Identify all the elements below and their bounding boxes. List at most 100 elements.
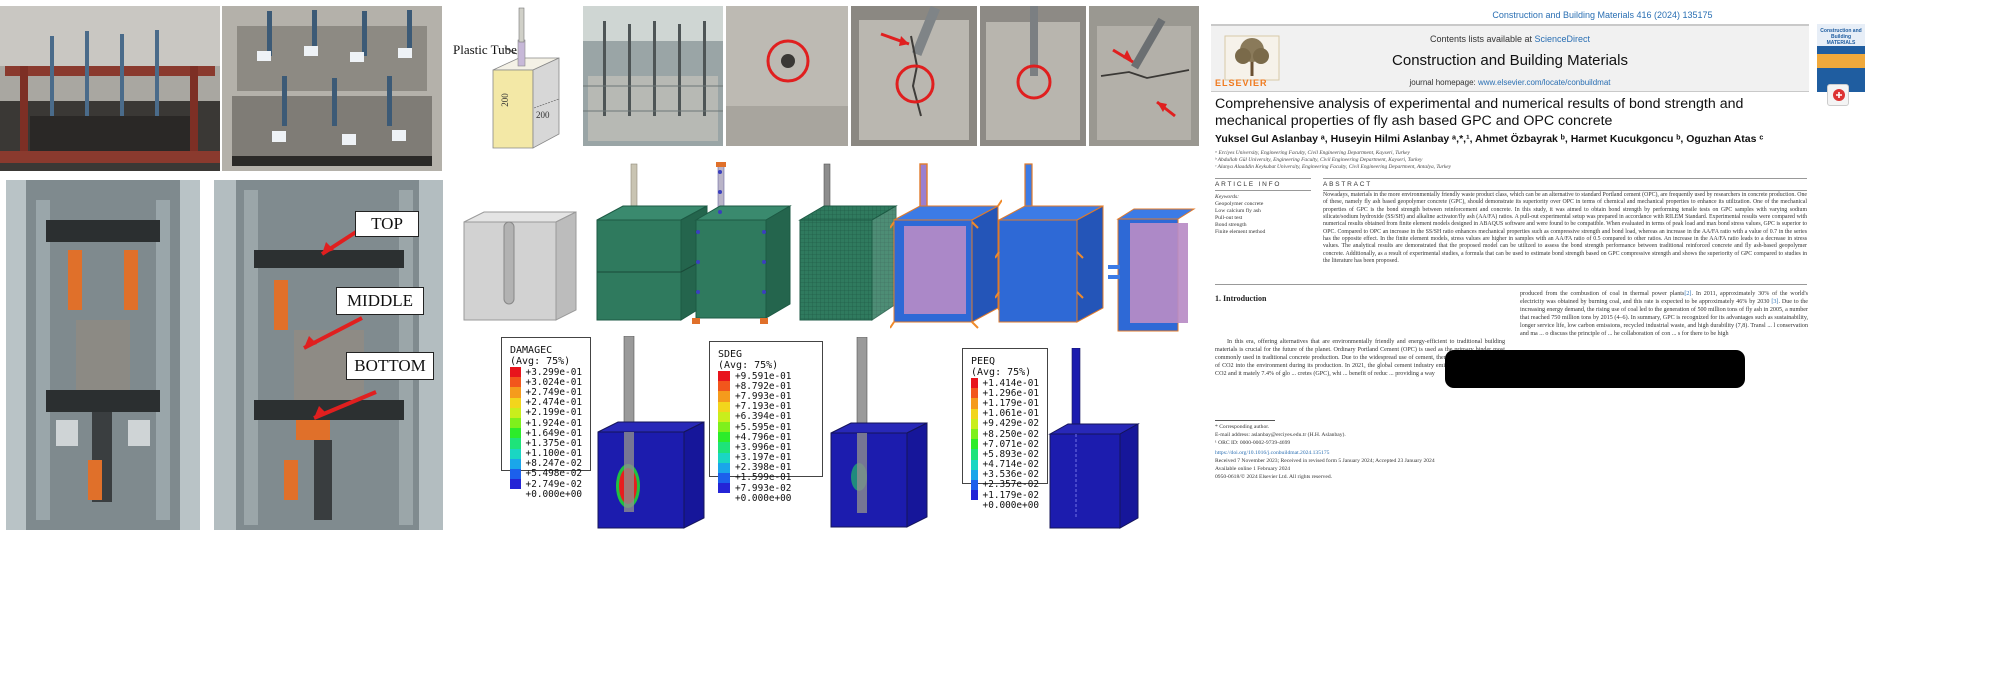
legend-value: +3.197e-01: [735, 452, 792, 464]
fem-green-boundary-conditions: [692, 162, 792, 324]
legend-row: +3.197e-01: [718, 452, 814, 464]
legend-row: +1.179e-01: [971, 398, 1039, 409]
callout-bottom: BOTTOM: [346, 352, 434, 380]
legend-swatch: [971, 378, 978, 389]
legend-swatch: [971, 500, 978, 510]
legend-value: +7.993e-01: [735, 390, 792, 402]
issn-copyright: 0950-0618/© 2024 Elsevier Ltd. All right…: [1215, 474, 1333, 480]
received-dates: Received 7 November 2023; Received in re…: [1215, 458, 1435, 464]
doi-link[interactable]: https://doi.org/10.1016/j.conbuildmat.20…: [1215, 450, 1330, 456]
legend-row: +0.000e+00: [718, 493, 814, 504]
redaction-block: [1445, 350, 1745, 388]
footnote-orcid: ¹ ORC ID: 0000-0002-9739-4699: [1215, 440, 1291, 446]
dim-height-label: 200: [499, 93, 510, 107]
legend-swatch: [971, 479, 978, 491]
legend-row: +2.199e-01: [510, 407, 582, 418]
legend-row: +4.796e-01: [718, 432, 814, 443]
legend-row: +2.749e-01: [510, 386, 582, 398]
divider: [1215, 178, 1311, 179]
plastic-tube-label: Plastic Tube: [453, 42, 517, 57]
legend-swatch: [971, 439, 978, 450]
contour-damagec-specimen: [597, 336, 705, 529]
legend-value: +0.000e+00: [525, 488, 582, 500]
legend-value: +7.993e-02: [735, 482, 792, 494]
fem-blue-load-1: [890, 163, 1002, 329]
legend-swatch: [718, 401, 730, 412]
legend-row: +8.247e-02: [510, 458, 582, 469]
publisher-name: ELSEVIER: [1215, 78, 1268, 88]
legend-row: +1.100e-01: [510, 448, 582, 459]
journal-citation[interactable]: Construction and Building Materials 416 …: [1492, 10, 1713, 20]
legend-value: +1.179e-02: [982, 489, 1039, 501]
legend-value: +3.299e-01: [525, 366, 582, 378]
legend-swatch: [510, 397, 521, 408]
abstract-text: Nowadays, materials in the more environm…: [1323, 192, 1807, 265]
legend-swatch: [718, 381, 730, 392]
legend-swatch: [971, 428, 978, 440]
legend-row: +8.792e-01: [718, 380, 814, 392]
intro-column-1: In this era, offering alternatives that …: [1215, 339, 1505, 378]
legend-row: +1.296e-01: [971, 387, 1039, 399]
fem-grey-specimen: [463, 211, 577, 321]
legend-swatch: [510, 367, 521, 378]
legend-row: +7.193e-01: [718, 401, 814, 412]
legend-swatch: [718, 411, 730, 422]
ref-link[interactable]: [2]: [1684, 291, 1692, 297]
legend-swatch: [971, 469, 978, 480]
contour-sdeg-specimen: [830, 337, 928, 528]
divider: [1215, 420, 1275, 421]
legend-value: +8.792e-01: [735, 380, 792, 392]
legend-subtitle: (Avg: 75%): [971, 367, 1032, 378]
legend-row: +4.714e-02: [971, 459, 1039, 470]
col2-text-b: . In 2011, approximately 30% of the worl…: [1520, 291, 1808, 306]
callout-top: TOP: [355, 211, 419, 237]
legend-swatch: [718, 483, 730, 494]
cover-header: [1817, 24, 1865, 46]
legend-value: +2.474e-01: [525, 397, 582, 409]
legend-row: +7.071e-02: [971, 439, 1039, 450]
article-info-heading: ARTICLE INFO: [1215, 181, 1282, 188]
dim-width-label: 200: [536, 110, 550, 120]
photo-specimen-hole: [726, 6, 848, 146]
legend-swatch: [510, 468, 521, 480]
legend-swatch: [510, 417, 521, 429]
legend-swatch: [510, 428, 521, 439]
sciencedirect-link[interactable]: ScienceDirect: [1534, 34, 1591, 44]
legend-swatch: [510, 377, 521, 388]
photo-test-machine-left: [6, 180, 200, 530]
keyword-item: Bond strength: [1215, 222, 1247, 228]
legend-row: +6.394e-01: [718, 411, 814, 422]
journal-cover-thumbnail: Construction and Building MATERIALS: [1817, 24, 1865, 92]
legend-row: +1.924e-01: [510, 417, 582, 429]
homepage-prefix: journal homepage:: [1409, 78, 1478, 87]
paper-first-page: Construction and Building Materials 416 …: [1205, 0, 2000, 684]
legend-row: +0.000e+00: [510, 488, 582, 500]
legend-row: +1.179e-02: [971, 489, 1039, 501]
journal-title: Construction and Building Materials: [1392, 52, 1628, 69]
legend-value: +5.498e-02: [525, 468, 582, 480]
contour-peeq-specimen: [1048, 348, 1140, 529]
footnote-email: E-mail address: aslanbay@erciyes.edu.tr …: [1215, 432, 1346, 438]
photo-cast-specimens: [222, 6, 442, 171]
crossmark-icon[interactable]: [1827, 84, 1849, 106]
cover-text: Construction and Building MATERIALS: [1820, 28, 1862, 46]
affiliation-c: ᶜ Alanya Alaaddin Keykubat University, E…: [1215, 164, 1452, 170]
legend-title: DAMAGEC: [510, 345, 553, 356]
legend-row: +9.591e-01: [718, 371, 814, 382]
legend-value: +9.429e-02: [982, 418, 1039, 430]
legend-swatch: [510, 479, 521, 490]
legend-value: +2.398e-01: [735, 462, 792, 474]
legend-swatch: [718, 442, 730, 453]
legend-value: +1.296e-01: [982, 387, 1039, 399]
legend-value: +3.536e-02: [982, 469, 1039, 481]
legend-swatch: [718, 472, 730, 484]
legend-row: +8.250e-02: [971, 428, 1039, 440]
keywords-label: Keywords:: [1215, 194, 1240, 200]
callout-arrows: [303, 230, 377, 420]
legend-row: +3.299e-01: [510, 366, 582, 378]
ref-link[interactable]: [3]: [1771, 299, 1779, 306]
legend-value: +2.749e-01: [525, 386, 582, 398]
divider: [1215, 284, 1807, 285]
legend-row: +3.536e-02: [971, 469, 1039, 481]
homepage-link[interactable]: www.elsevier.com/locate/conbuildmat: [1477, 78, 1611, 87]
